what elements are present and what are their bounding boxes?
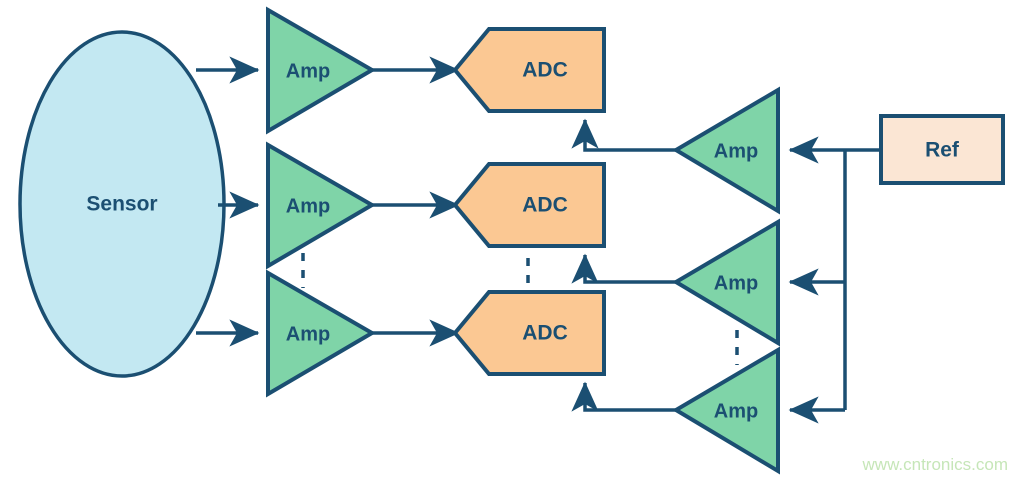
ref-amp-2-triangle <box>672 218 780 347</box>
ref-amp-3[interactable]: Amp <box>672 346 780 475</box>
input-amp-3[interactable]: Amp <box>266 269 376 398</box>
ref-rectangle <box>879 114 1005 185</box>
ref-block[interactable]: Ref <box>879 114 1005 185</box>
connector-ref-amp-2-to-adc-2 <box>571 253 680 284</box>
sensor-block[interactable]: Sensor <box>18 30 226 378</box>
connector-ref-amp-3-to-adc-3 <box>571 381 680 412</box>
input-amp-3-triangle <box>266 269 376 398</box>
adc-1[interactable]: ADC <box>452 27 606 113</box>
adc-3[interactable]: ADC <box>452 290 606 376</box>
adc-1-shape <box>452 27 606 113</box>
input-amp-1-triangle <box>266 6 376 135</box>
watermark-label: www.cntronics.com <box>862 455 1008 474</box>
adc-2-shape <box>452 162 606 248</box>
adc-3-shape <box>452 290 606 376</box>
sensor-ellipse <box>18 30 226 378</box>
adc-2[interactable]: ADC <box>452 162 606 248</box>
ref-amp-3-triangle <box>672 346 780 475</box>
ref-amp-1-triangle <box>672 86 780 215</box>
ref-amp-2[interactable]: Amp <box>672 218 780 347</box>
connector-ref-amp-1-to-adc-1 <box>571 118 680 152</box>
ref-amp-1[interactable]: Amp <box>672 86 780 215</box>
input-amp-2[interactable]: Amp <box>266 141 376 270</box>
input-amp-2-triangle <box>266 141 376 270</box>
input-amp-1[interactable]: Amp <box>266 6 376 135</box>
